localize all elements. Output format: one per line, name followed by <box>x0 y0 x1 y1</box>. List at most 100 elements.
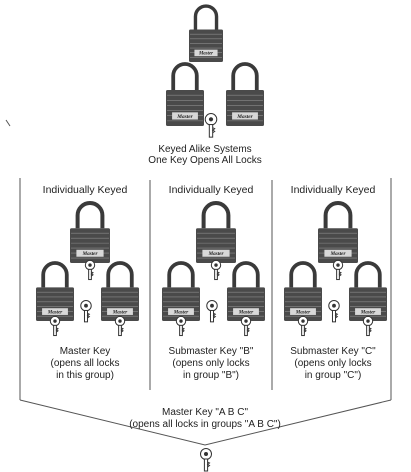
group-0-padlock-left: Master <box>36 261 74 321</box>
key-hole <box>118 319 122 323</box>
group-2-padlock-top-key-icon <box>332 259 344 281</box>
key-hole <box>84 303 88 308</box>
key-blade <box>208 124 214 138</box>
shackle-icon <box>289 261 317 288</box>
group-b-header: Individually Keyed <box>168 184 254 196</box>
group-0-padlock-left-key-icon <box>49 315 61 337</box>
group-0-padlock-right: Master <box>101 261 139 321</box>
shackle-icon <box>201 201 231 229</box>
key-blade <box>214 268 218 281</box>
shackle-icon <box>231 62 259 91</box>
key-teeth <box>55 327 59 333</box>
group-1-padlock-top-key-icon <box>210 259 222 281</box>
brand-logo: Master <box>207 251 224 257</box>
top-caption-line1: Keyed Alike Systems <box>158 144 252 155</box>
group-0-padlock-top-key-icon <box>84 259 96 281</box>
key-blade <box>331 309 337 323</box>
group-2-padlock-left-key-icon <box>297 315 309 337</box>
group-b-key-caption-line1: Submaster Key "B" <box>168 346 254 357</box>
bottom-caption-line2: (opens all locks in groups "A B C") <box>129 419 281 430</box>
shackle-icon <box>171 62 199 91</box>
key-teeth <box>368 327 372 333</box>
brand-logo: Master <box>198 52 213 57</box>
key-hole <box>210 303 214 308</box>
shackle-icon <box>193 4 219 30</box>
shackle-icon <box>354 261 382 288</box>
bottom-vee-line <box>19 399 392 446</box>
key-blade <box>179 324 183 337</box>
group-a-key-caption-line1: Master Key <box>59 346 111 357</box>
shackle-icon <box>41 261 69 288</box>
brand-plate <box>172 112 198 120</box>
brand-logo: Master <box>112 309 128 315</box>
shackle-icon <box>75 201 105 229</box>
group-1-padlock-top: Master <box>196 201 236 263</box>
top-caption-line2: One Key Opens All Locks <box>148 155 262 166</box>
key-teeth <box>246 327 250 333</box>
group-1-group-key-icon <box>206 299 218 323</box>
key-blade <box>301 324 305 337</box>
key-blade <box>366 324 370 337</box>
padlock-top-1: Master <box>189 4 223 62</box>
brand-logo: Master <box>81 251 98 257</box>
key-teeth <box>338 271 342 277</box>
key-blade <box>244 324 248 337</box>
brand-logo: Master <box>360 309 376 315</box>
key-teeth <box>211 127 216 134</box>
brand-logo: Master <box>236 114 253 120</box>
key-hole <box>332 303 336 308</box>
brand-logo: Master <box>173 309 189 315</box>
brand-logo: Master <box>238 309 254 315</box>
brand-plate <box>290 308 316 315</box>
key-teeth <box>216 271 220 277</box>
key-teeth <box>334 312 339 319</box>
top-tick-mark <box>5 119 11 127</box>
shackle-icon <box>167 261 195 288</box>
key-teeth <box>90 271 94 277</box>
brand-plate <box>107 308 133 315</box>
key-hole <box>336 263 340 267</box>
group-c-key-caption-line1: Submaster Key "C" <box>290 346 376 357</box>
brand-plate <box>232 112 258 120</box>
key-blade <box>88 268 92 281</box>
brand-plate <box>194 49 218 57</box>
group-b-key-caption-line3: in group "B") <box>182 370 240 381</box>
group-0-padlock-top: Master <box>70 201 110 263</box>
brand-plate <box>233 308 259 315</box>
key-blade <box>336 268 340 281</box>
group-a-key-caption-line3: in this group) <box>56 370 114 381</box>
key-teeth <box>303 327 307 333</box>
key-teeth <box>212 312 217 319</box>
bottom-caption-line1: Master Key "A B C" <box>161 407 249 418</box>
brand-plate <box>168 308 194 315</box>
key-teeth <box>120 327 124 333</box>
group-1-padlock-left: Master <box>162 261 200 321</box>
key-hole <box>366 319 370 323</box>
frame-lines <box>5 119 392 446</box>
key-hole <box>179 319 183 323</box>
key-hole <box>204 452 208 456</box>
group-2-padlock-right: Master <box>349 261 387 321</box>
grand-master-key-icon <box>200 448 212 472</box>
group-c-key-caption-line3: in group "C") <box>304 370 362 381</box>
brand-plate <box>76 249 104 257</box>
group-c-header: Individually Keyed <box>290 184 376 196</box>
shackle-icon <box>106 261 134 288</box>
key-blade <box>83 309 89 323</box>
key-teeth <box>86 312 91 319</box>
key-blade <box>209 309 215 323</box>
group-1-padlock-right: Master <box>227 261 265 321</box>
brand-plate <box>202 249 230 257</box>
brand-logo: Master <box>329 251 346 257</box>
brand-plate <box>324 249 352 257</box>
key-blade <box>203 458 209 472</box>
key-teeth <box>206 461 211 468</box>
group-2-padlock-left: Master <box>284 261 322 321</box>
group-a-key-caption-line2: (opens all locks <box>50 358 120 369</box>
brand-logo: Master <box>176 114 193 120</box>
group-0-group-key-icon <box>80 299 92 323</box>
brand-plate <box>355 308 381 315</box>
key-hole <box>301 319 305 323</box>
padlock-top-2: Master <box>166 62 204 126</box>
